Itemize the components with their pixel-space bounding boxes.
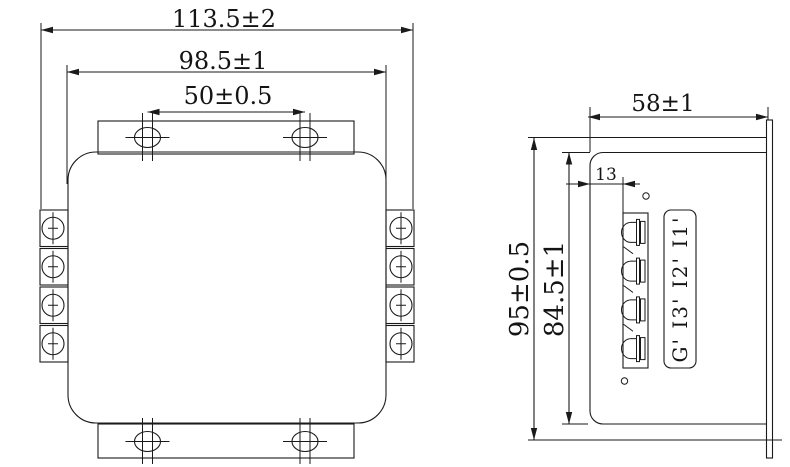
terminal-screw-side [621,218,646,246]
arrowhead-right [293,108,305,116]
case-body [67,151,387,424]
terminal-blocks-left [39,209,69,363]
terminal-screw [389,327,413,360]
terminal-screw [41,327,65,360]
arrowhead-right [623,180,635,188]
terminal-strip-side [620,192,650,385]
bottom-mounting-flange [97,423,355,459]
rivet-hole-top [642,192,650,200]
slot-centerlines [125,113,170,161]
slot-centerlines [283,113,327,161]
dim-face-height: 84.5±1 [540,152,590,425]
arrowhead-right [374,68,386,76]
terminal-block [39,286,69,325]
terminal-label-plate: G' I3' I2' I1' [663,209,697,369]
terminal-screw [41,289,65,322]
dim-slot-spacing-label: 50±0.5 [184,82,273,110]
arrowhead-left [147,108,160,116]
terminal-screw [41,250,65,283]
terminal-block [385,247,415,286]
arrowhead-right [401,26,413,34]
dim-body-width-label: 98.5±1 [179,47,268,75]
arrowhead-bottom [530,428,538,440]
terminal-block [39,247,69,286]
strip-separators [623,246,634,332]
arrowhead-top [530,138,538,150]
terminal-screw [389,289,413,322]
extension-lines [589,107,769,152]
dim-overall-height-label: 95±0.5 [505,241,535,337]
terminal-block [385,286,415,325]
slot-centerlines [283,418,327,464]
arrowhead-left [588,113,600,121]
terminal-block [39,324,69,363]
extension-lines [40,23,414,209]
dim-overall-width-label: 113.5±2 [172,5,276,33]
dim-overall-width: 113.5±2 [40,5,414,209]
terminal-screw [389,250,413,283]
dim-overall-height: 95±0.5 [505,138,538,440]
arrowhead-left [578,180,590,188]
mounting-slot-bottom-left [125,418,170,464]
mounting-slot-top-right [283,113,327,161]
terminal-block [39,209,69,248]
dim-face-height-label: 84.5±1 [540,241,570,337]
rivet-hole-bottom [620,377,629,385]
dim-slot-spacing: 50±0.5 [147,82,305,116]
terminal-screw-side [621,257,646,285]
top-mounting-flange [97,120,355,155]
terminal-screw-side [621,335,646,363]
arrowhead-left [67,68,79,76]
dim-body-width: 98.5±1 [66,47,387,184]
arrowhead-bottom [565,412,573,424]
mounting-slot-bottom-right [283,418,327,464]
terminal-block [385,324,415,363]
dim-terminal-offset-label: 13 [595,165,617,185]
terminal-screw [41,212,65,245]
dim-depth: 58±1 [588,91,769,152]
extension-lines [562,152,590,425]
front-view: 113.5±2 98.5±1 50±0.5 [39,5,415,464]
slot-centerlines [125,418,170,464]
arrowhead-left [41,26,53,34]
arrowhead-right [756,113,768,121]
label-plate-outline [663,209,697,369]
mounting-flange-plate [765,119,774,459]
terminal-block [385,209,415,248]
side-body [528,119,782,459]
side-view: 58±1 13 95±0.5 84.5±1 [505,91,782,459]
dim-depth-label: 58±1 [631,91,694,117]
dim-terminal-offset: 13 [566,165,640,213]
terminal-blocks-right [385,209,415,363]
mounting-slot-top-left [125,113,170,161]
terminal-label-text: G' I3' I2' I1' [668,216,692,363]
terminal-strip-outline [622,212,649,369]
extension-lines [66,65,387,184]
case-face-outline [589,151,766,425]
terminal-screw-side [621,296,646,324]
terminal-screw [389,212,413,245]
arrowhead-top [565,152,573,165]
